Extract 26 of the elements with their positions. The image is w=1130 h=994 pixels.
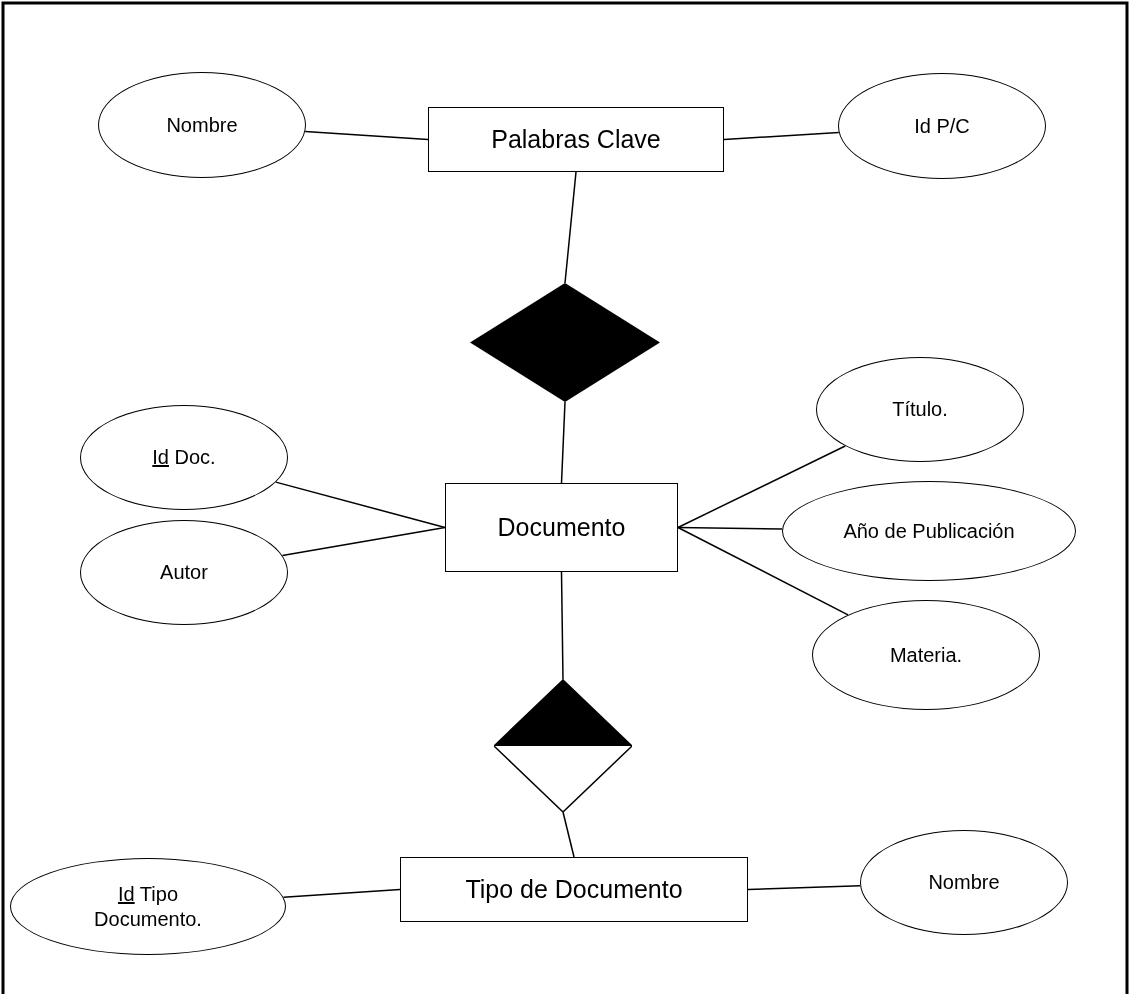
connector-line [281, 526, 446, 557]
attribute-ellipse: Título. [816, 357, 1024, 462]
attribute-ellipse: Autor [80, 520, 288, 625]
connector-line [560, 401, 566, 484]
connector-line [677, 445, 846, 529]
connector-line [560, 571, 564, 681]
connector-line [747, 885, 861, 891]
connector-line [677, 526, 783, 530]
half-filled-relationship-diamond [494, 680, 632, 812]
connector-line [723, 131, 840, 141]
relationship-diamond [470, 283, 660, 402]
connector-line [677, 526, 849, 616]
entity-box: Palabras Clave [428, 107, 724, 172]
attribute-ellipse: Id P/C [838, 73, 1046, 179]
connector-line [304, 130, 429, 141]
attribute-ellipse: Materia. [812, 600, 1040, 710]
connector-line [562, 811, 575, 858]
attribute-ellipse: Id Tipo Documento. [10, 858, 286, 955]
attribute-ellipse: Año de Publicación [782, 481, 1076, 581]
entity-box: Documento [445, 483, 678, 572]
attribute-ellipse: Nombre [860, 830, 1068, 935]
entity-box: Tipo de Documento [400, 857, 748, 922]
connector-line [275, 481, 446, 529]
attribute-ellipse: Nombre [98, 72, 306, 178]
attribute-ellipse: Id Doc. [80, 405, 288, 510]
connector-line [564, 171, 577, 284]
